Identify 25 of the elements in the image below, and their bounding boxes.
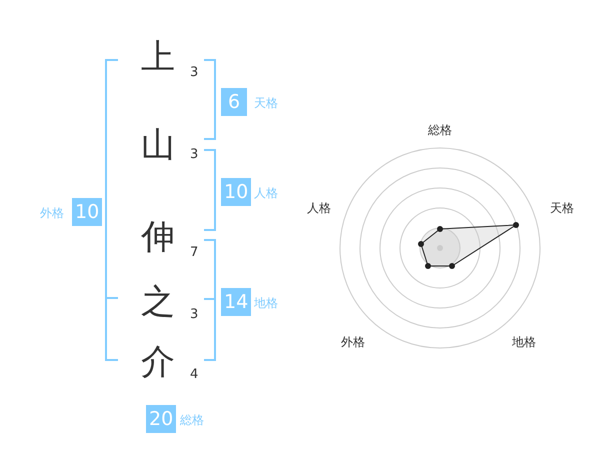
score-badge: 6 — [221, 88, 247, 116]
score-badge: 10 — [221, 178, 252, 206]
axis-label: 人格 — [307, 202, 331, 214]
category-label: 地格 — [254, 297, 278, 309]
kanji-character: 山 — [141, 128, 175, 162]
category-label: 総格 — [180, 414, 204, 426]
axis-label: 外格 — [341, 336, 365, 348]
score-badge: 10 — [72, 198, 102, 226]
stroke-count: 3 — [190, 308, 198, 321]
stroke-count: 3 — [190, 148, 198, 161]
stroke-count: 7 — [190, 246, 198, 259]
axis-label: 天格 — [550, 202, 574, 214]
kanji-character: 上 — [141, 40, 175, 74]
kanji-character: 伸 — [141, 220, 175, 254]
kanji-character: 之 — [141, 285, 175, 319]
stroke-count: 3 — [190, 66, 198, 79]
axis-label: 総格 — [428, 124, 452, 136]
category-label: 人格 — [254, 187, 278, 199]
stroke-count: 4 — [190, 368, 198, 381]
score-badge: 20 — [146, 405, 176, 433]
axis-label: 地格 — [512, 336, 536, 348]
kanji-character: 介 — [141, 345, 175, 379]
category-label: 天格 — [254, 97, 278, 109]
score-badge: 14 — [221, 288, 252, 316]
category-label: 外格 — [40, 207, 64, 219]
